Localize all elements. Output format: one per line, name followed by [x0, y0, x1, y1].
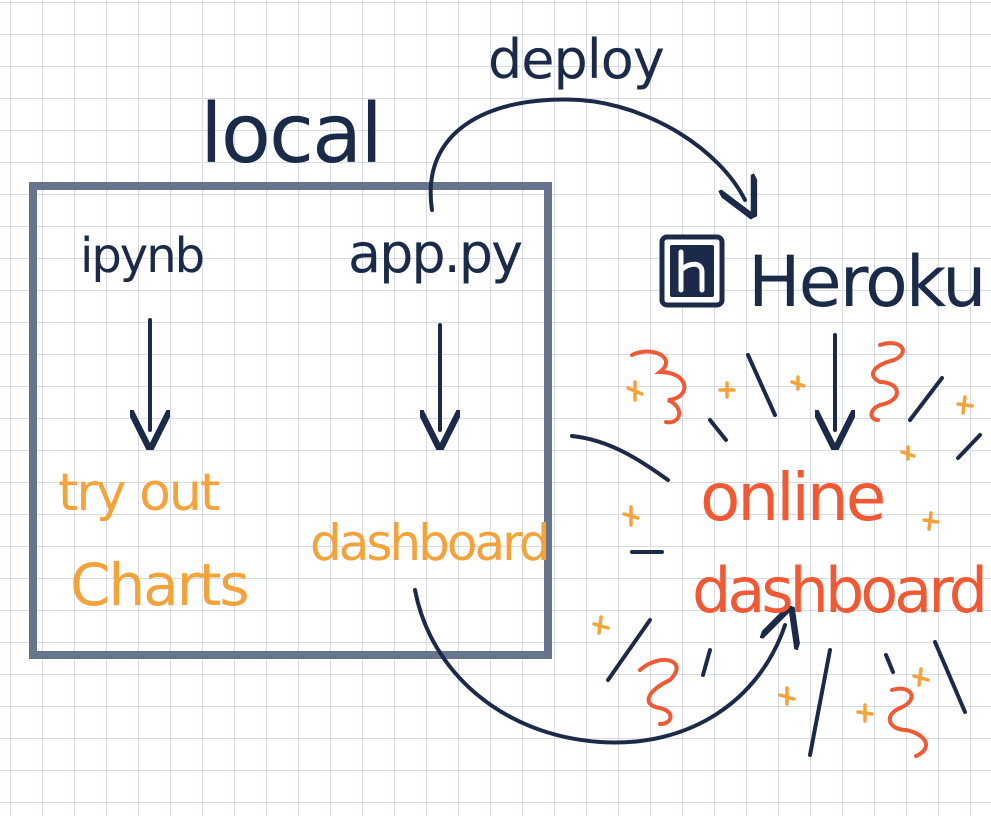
try-out-label: try out	[58, 463, 220, 523]
squiggles-red	[630, 341, 928, 758]
local-box	[29, 182, 552, 659]
deploy-arrow	[428, 97, 745, 210]
burst-lines	[570, 353, 982, 757]
online-label: online	[700, 459, 884, 536]
charts-label: Charts	[70, 551, 248, 619]
app-py-label: app.py	[348, 222, 522, 285]
heroku-label: Heroku	[748, 241, 985, 323]
dashboard-label: dashboard	[310, 514, 548, 572]
online-dashboard-label: dashboard	[692, 554, 984, 627]
publish-arrow	[413, 588, 785, 745]
heroku-logo-icon	[659, 234, 725, 308]
sparkles-orange	[592, 375, 974, 723]
ipynb-label: ipynb	[80, 228, 203, 284]
local-title: local	[200, 87, 381, 182]
deploy-label: deploy	[488, 28, 664, 91]
